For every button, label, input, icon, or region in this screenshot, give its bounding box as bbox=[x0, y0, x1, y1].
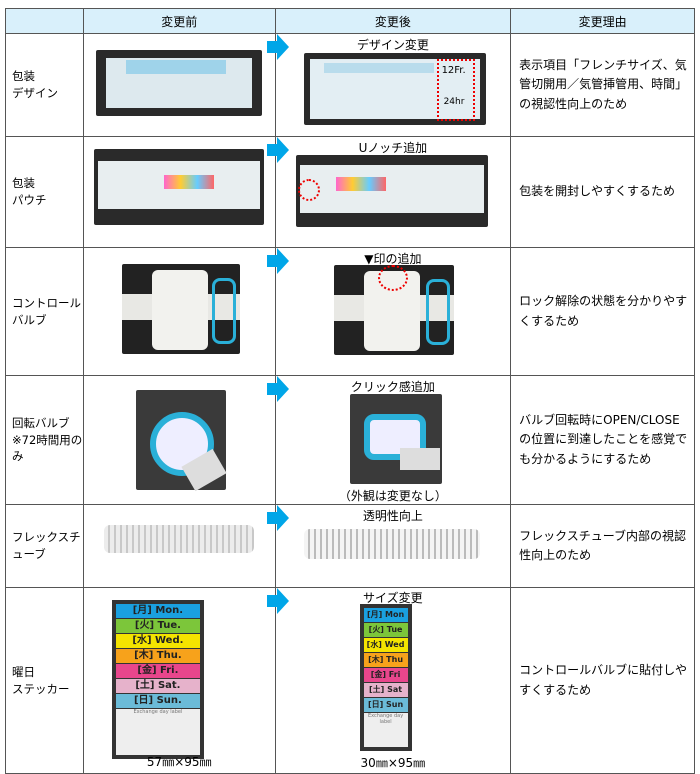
sticker-day-2: [水] Wed. bbox=[115, 634, 200, 648]
table-row: 回転バルブ ※72時間用のみ クリック感追加 （外観は変更なし） バルブ回転時に… bbox=[5, 375, 695, 505]
after-cell: Uノッチ追加 bbox=[274, 136, 512, 248]
after-cell: 透明性向上 bbox=[274, 504, 512, 588]
after-caption: 透明性向上 bbox=[362, 509, 423, 523]
after-rotary-valve-photo bbox=[349, 394, 442, 484]
row-category: コントロールバルブ bbox=[5, 247, 84, 376]
header-before: 変更前 bbox=[82, 8, 276, 34]
sticker-label: Exchange day label bbox=[363, 713, 408, 747]
reason-text: 包装を開封しやすくするため bbox=[510, 136, 695, 248]
sticker-label: Exchange day label bbox=[115, 709, 200, 755]
reason-text: 表示項目「フレンチサイズ、気管切開用／気管挿管用、時間」の視認性向上のため bbox=[510, 33, 695, 137]
arrow-right-icon bbox=[266, 248, 289, 274]
table-row: 曜日 ステッカー [月] Mon.[火] Tue.[水] Wed.[木] Thu… bbox=[5, 587, 695, 774]
highlight-box bbox=[436, 59, 475, 121]
sticker-day-2: [水] Wed bbox=[363, 638, 408, 652]
sticker-day-6: [日] Sun. bbox=[115, 694, 200, 708]
before-cell bbox=[82, 136, 289, 248]
reason-text: ロック解除の状態を分かりやすくするため bbox=[510, 247, 695, 376]
before-package-photo bbox=[95, 50, 262, 116]
after-cell: デザイン変更 12Fr. 24hr bbox=[274, 33, 512, 137]
before-cell bbox=[82, 375, 289, 505]
sticker-day-0: [月] Mon. bbox=[115, 604, 200, 618]
row-category: 曜日 ステッカー bbox=[5, 587, 84, 774]
after-flex-tube-photo bbox=[303, 529, 480, 559]
after-cell: ▼印の追加 bbox=[274, 247, 512, 376]
table-row: 包装 パウチ Uノッチ追加 包装を開封しやすくするため bbox=[5, 136, 695, 248]
reason-text: フレックスチューブ内部の視認性向上のため bbox=[510, 504, 695, 588]
before-rotary-valve-photo bbox=[135, 390, 227, 492]
time-label: 24hr bbox=[443, 97, 465, 107]
after-package-photo: 12Fr. 24hr bbox=[303, 53, 486, 125]
category-label: 曜日 ステッカー bbox=[12, 664, 70, 696]
after-caption: サイズ変更 bbox=[363, 591, 423, 605]
after-cell: クリック感追加 （外観は変更なし） bbox=[274, 375, 512, 505]
after-pouch-photo bbox=[295, 155, 488, 227]
arrow-right-icon bbox=[266, 588, 289, 614]
category-label: コントロールバルブ bbox=[12, 295, 81, 327]
row-category: 包装 パウチ bbox=[5, 136, 84, 248]
size-label: 12Fr. bbox=[441, 65, 466, 76]
sticker-day-3: [木] Thu bbox=[363, 653, 408, 667]
before-size: 57㎜×95㎜ bbox=[146, 755, 212, 769]
sticker-day-5: [土] Sat bbox=[363, 683, 408, 697]
after-caption: ▼印の追加 bbox=[364, 252, 422, 266]
before-cell bbox=[82, 504, 289, 588]
before-cell bbox=[82, 247, 289, 376]
highlight-circle bbox=[377, 265, 408, 291]
header-after: 変更後 bbox=[274, 8, 512, 34]
header-blank bbox=[5, 8, 84, 34]
category-label: 回転バルブ ※72時間用のみ bbox=[12, 415, 83, 464]
highlight-circle bbox=[297, 179, 320, 201]
sticker-day-0: [月] Mon bbox=[363, 608, 408, 622]
before-pouch-photo bbox=[93, 149, 264, 225]
before-valve-photo bbox=[121, 264, 240, 354]
after-sticker: [月] Mon[火] Tue[水] Wed[木] Thu[金] Fri[土] S… bbox=[359, 604, 412, 751]
sticker-day-5: [土] Sat. bbox=[115, 679, 200, 693]
before-flex-tube-photo bbox=[103, 525, 254, 553]
sticker-day-4: [金] Fri. bbox=[115, 664, 200, 678]
category-label: 包装 パウチ bbox=[12, 176, 47, 207]
after-size: 30㎜×95㎜ bbox=[360, 756, 426, 770]
table-row: コントロールバルブ ▼印の追加 ロック解除の状態を分かりやすくするため bbox=[5, 247, 695, 376]
sticker-day-1: [火] Tue bbox=[363, 623, 408, 637]
after-cell: サイズ変更 [月] Mon[火] Tue[水] Wed[木] Thu[金] Fr… bbox=[274, 587, 512, 774]
header-reason: 変更理由 bbox=[510, 8, 695, 34]
table-row: フレックスチューブ 透明性向上 フレックスチューブ内部の視認性向上のため bbox=[5, 504, 695, 588]
reason-text: コントロールバルブに貼付しやすくするため bbox=[510, 587, 695, 774]
category-label: フレックスチューブ bbox=[12, 530, 81, 561]
sticker-day-3: [木] Thu. bbox=[115, 649, 200, 663]
after-caption: クリック感追加 bbox=[350, 380, 435, 394]
header-row: 変更前 変更後 変更理由 bbox=[5, 8, 695, 34]
arrow-right-icon bbox=[266, 505, 289, 531]
sticker-day-6: [日] Sun bbox=[363, 698, 408, 712]
category-label: 包装 デザイン bbox=[12, 69, 58, 100]
change-table: 変更前 変更後 変更理由 包装 デザイン デザイン変更 12Fr. 24hr 表… bbox=[5, 8, 695, 774]
sticker-day-1: [火] Tue. bbox=[115, 619, 200, 633]
row-category: フレックスチューブ bbox=[5, 504, 84, 588]
table-row: 包装 デザイン デザイン変更 12Fr. 24hr 表示項目「フレンチサイズ、気… bbox=[5, 33, 695, 137]
after-note: （外観は変更なし） bbox=[338, 489, 447, 503]
arrow-right-icon bbox=[266, 376, 289, 402]
row-category: 回転バルブ ※72時間用のみ bbox=[5, 375, 84, 505]
after-caption: デザイン変更 bbox=[356, 38, 429, 52]
row-category: 包装 デザイン bbox=[5, 33, 84, 137]
after-caption: Uノッチ追加 bbox=[358, 141, 428, 155]
reason-text: バルブ回転時にOPEN/CLOSEの位置に到達したことを感覚でも分かるようにする… bbox=[510, 375, 695, 505]
before-sticker: [月] Mon.[火] Tue.[水] Wed.[木] Thu.[金] Fri.… bbox=[111, 600, 204, 759]
before-cell: [月] Mon.[火] Tue.[水] Wed.[木] Thu.[金] Fri.… bbox=[82, 587, 289, 774]
arrow-right-icon bbox=[266, 137, 289, 163]
before-cell bbox=[82, 33, 289, 137]
sticker-day-4: [金] Fri bbox=[363, 668, 408, 682]
arrow-right-icon bbox=[266, 34, 289, 60]
after-valve-photo bbox=[333, 265, 454, 355]
